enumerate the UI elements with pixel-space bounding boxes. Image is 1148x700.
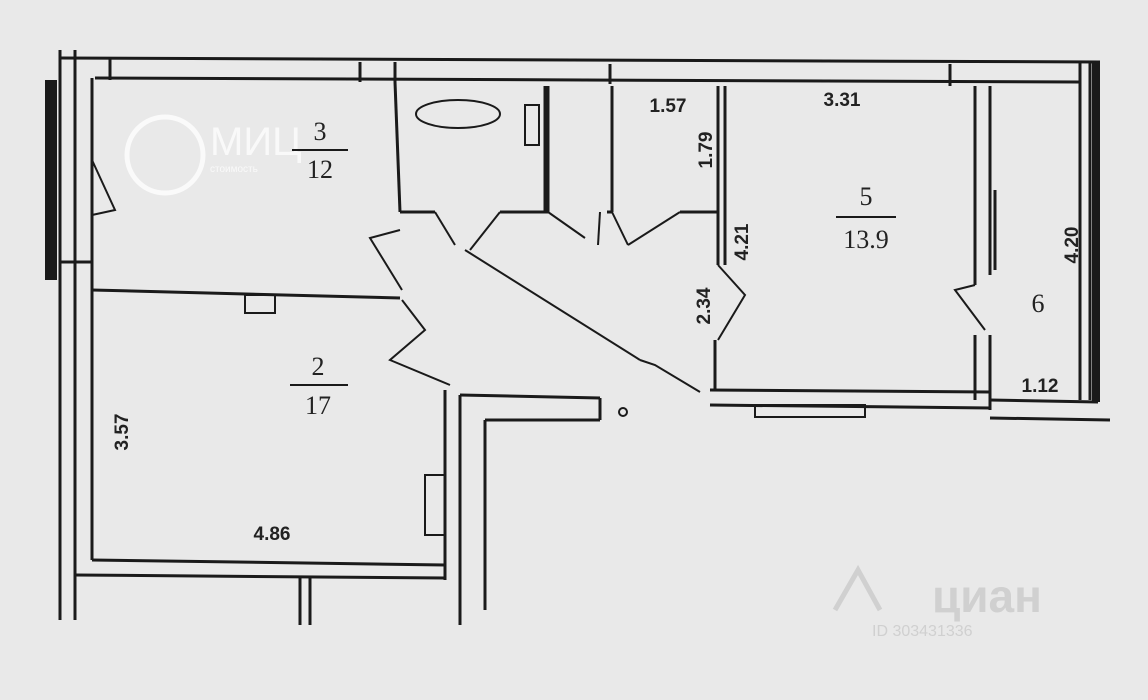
room-3-number: 3 [314, 117, 327, 146]
room-5-area: 13.9 [843, 225, 889, 254]
left-window [45, 80, 57, 280]
cian-watermark: циан ID 303431336 [832, 564, 1042, 640]
mic-watermark: МИЦ стоимость [124, 114, 302, 196]
doors [91, 159, 986, 393]
cian-id-text: ID 303431336 [872, 623, 973, 640]
shaft-icon [424, 474, 446, 536]
room-2-number: 2 [312, 352, 325, 381]
cian-logo-text: циан [932, 570, 1042, 622]
cian-logo-icon [832, 564, 883, 612]
dim-3-31: 3.31 [824, 90, 861, 111]
dim-1-12: 1.12 [1022, 376, 1059, 397]
mic-logo-text: МИЦ [210, 120, 302, 164]
room-6-number: 6 [1032, 289, 1045, 318]
balcony-rail [1092, 62, 1100, 402]
riser-icon [618, 407, 628, 417]
dim-1-57: 1.57 [650, 96, 687, 117]
niche-icon [244, 294, 276, 314]
dim-2-34: 2.34 [694, 287, 715, 324]
sink-icon [524, 104, 540, 146]
mic-logo-icon [124, 114, 206, 196]
room-3-area: 12 [307, 155, 333, 184]
window-sill [754, 404, 866, 418]
room-5-number: 5 [860, 182, 873, 211]
dim-4-86: 4.86 [254, 524, 291, 545]
dim-1-79: 1.79 [696, 132, 717, 169]
dim-4-21: 4.21 [732, 223, 753, 260]
mic-logo-small: стоимость [210, 164, 258, 175]
dim-3-57: 3.57 [112, 414, 133, 451]
room-2-area: 17 [305, 391, 331, 420]
dim-4-20: 4.20 [1062, 227, 1083, 264]
bathtub-icon [415, 99, 501, 129]
